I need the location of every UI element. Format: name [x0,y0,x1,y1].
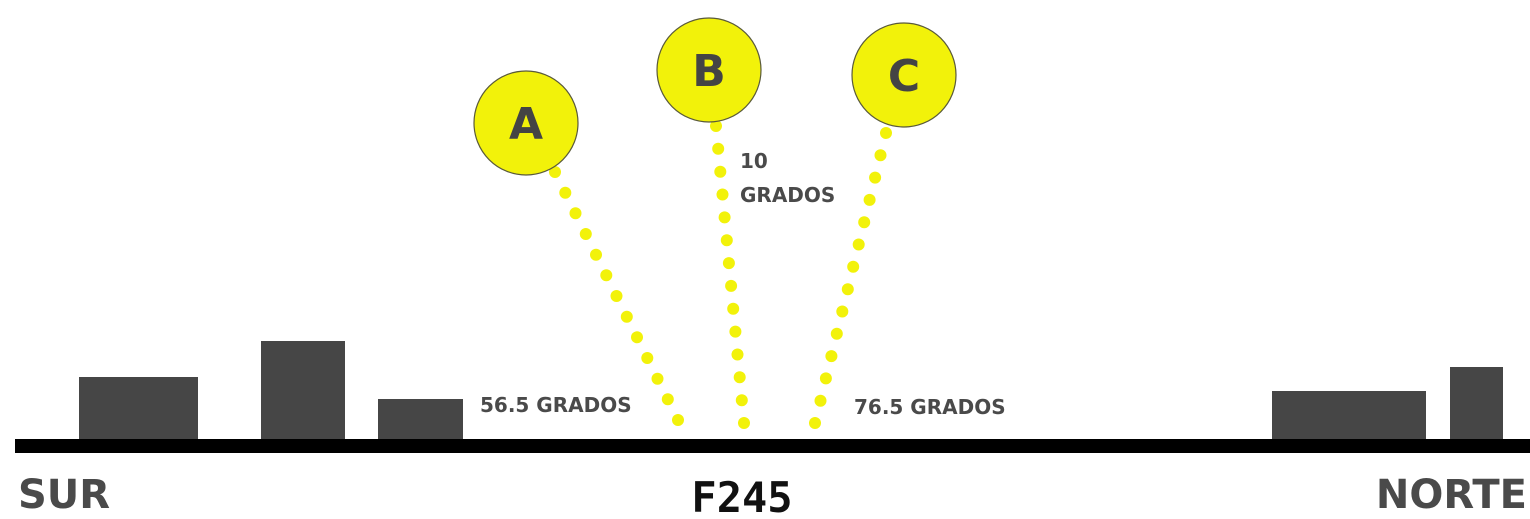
ray-c-dot [858,216,871,229]
sun-b-circle [656,17,762,123]
ray-c-dot [869,171,882,184]
ray-b-dot [731,348,744,361]
ground-line [15,439,1530,453]
ray-b-dot [735,394,748,407]
ray-c-dot [836,305,849,318]
ray-c-dot [809,417,821,429]
ray-b-dot [738,417,750,429]
sun-c-letter: C [888,51,920,102]
sun-ray-a [549,166,684,426]
sun-a: A [473,70,579,176]
sun-b: B [656,17,762,123]
ray-b-dot [729,325,742,338]
building-north-2 [1450,367,1503,439]
angle-label-c: 76.5 GRADOS [854,395,1006,419]
ray-c-dot [852,238,865,251]
ray-a-dot [579,228,592,240]
ray-b-dot [727,302,740,315]
direction-south-label: SUR [18,472,110,518]
sun-ray-b [710,120,750,429]
ray-c-dot [819,372,832,385]
ray-a-dot [590,248,602,261]
ray-c-dot [814,394,827,407]
sun-b-letter: B [692,46,726,97]
ray-a-dot [661,393,674,406]
angle-label-a: 56.5 GRADOS [480,393,632,417]
ray-b-dot [720,234,733,247]
ray-a-dot [600,269,613,282]
ray-b-dot [716,188,729,201]
ray-c-dot [830,327,843,340]
sun-a-circle [473,70,579,176]
ray-a-dot [620,310,633,323]
sun-a-letter: A [509,99,543,150]
ray-a-dot [651,372,664,385]
ray-b-dot [714,165,727,178]
ray-a-dot [610,290,623,302]
sun-ray-c [809,127,892,429]
ray-c-dot [825,350,838,363]
location-code-label: F245 [691,473,792,519]
sun-c-circle [851,22,957,128]
building-north-1 [1272,391,1426,439]
ray-c-dot [880,127,892,139]
ray-a-dot [549,166,561,178]
ray-a-dot [631,331,643,344]
ray-c-dot [841,283,854,296]
ray-a-dot [641,352,654,364]
ray-b-dot [712,142,725,155]
angle-label-b-line1: 10 [740,149,768,173]
ray-b-dot [722,257,735,270]
building-south-3 [378,399,463,439]
ray-b-dot [710,120,722,132]
ray-a-dot [672,414,684,426]
sun-c: C [851,22,957,128]
building-south-1 [79,377,198,439]
direction-north-label: NORTE [1376,472,1527,518]
ray-c-dot [863,193,876,206]
ray-b-dot [725,279,738,292]
ray-b-dot [733,371,746,384]
building-south-2 [261,341,345,439]
ray-a-dot [559,186,572,199]
angle-label-b-line2: GRADOS [740,183,835,207]
ray-b-dot [718,211,731,224]
ray-c-dot [874,149,887,162]
ray-c-dot [847,260,860,273]
ray-a-dot [569,207,582,220]
